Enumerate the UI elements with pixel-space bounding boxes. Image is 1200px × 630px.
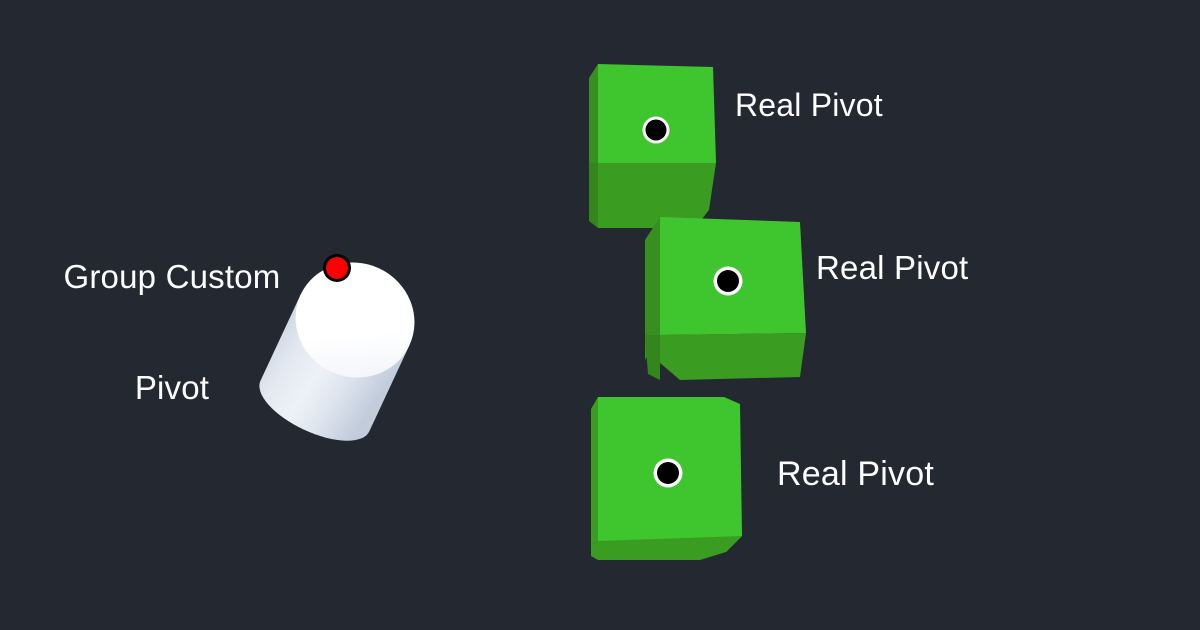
group-custom-pivot-marker[interactable] [323, 254, 351, 282]
cube-bottom-bottom-face [591, 536, 742, 560]
label-real-pivot-bottom: Real Pivot [777, 455, 934, 493]
real-pivot-marker-top[interactable] [642, 116, 670, 144]
label-group-custom-pivot: Group Custom Pivot [48, 185, 296, 481]
real-pivot-marker-bottom[interactable] [653, 458, 683, 488]
pivot-dot-black [645, 119, 667, 141]
label-real-pivot-top: Real Pivot [735, 87, 883, 123]
cube-bottom-left-face [591, 397, 598, 545]
label-group-custom-pivot-line2: Pivot [134, 368, 210, 406]
cube-middle-bottom-face [660, 333, 806, 380]
cube-top-front-face [598, 64, 716, 163]
label-real-pivot-middle: Real Pivot [816, 249, 969, 286]
cube-top-bottom-face [598, 163, 716, 228]
cube-middle-left-face [645, 217, 660, 360]
pivot-dot-red [326, 257, 348, 279]
cube-middle-left-rim [645, 335, 660, 380]
pivot-dot-black [657, 462, 679, 484]
real-pivot-marker-middle[interactable] [713, 266, 743, 296]
label-group-custom-pivot-line1: Group Custom [63, 257, 281, 295]
cylinder-top-cap [295, 262, 415, 378]
pivot-dot-black [717, 270, 739, 292]
cube-top-left-rim [589, 163, 598, 228]
